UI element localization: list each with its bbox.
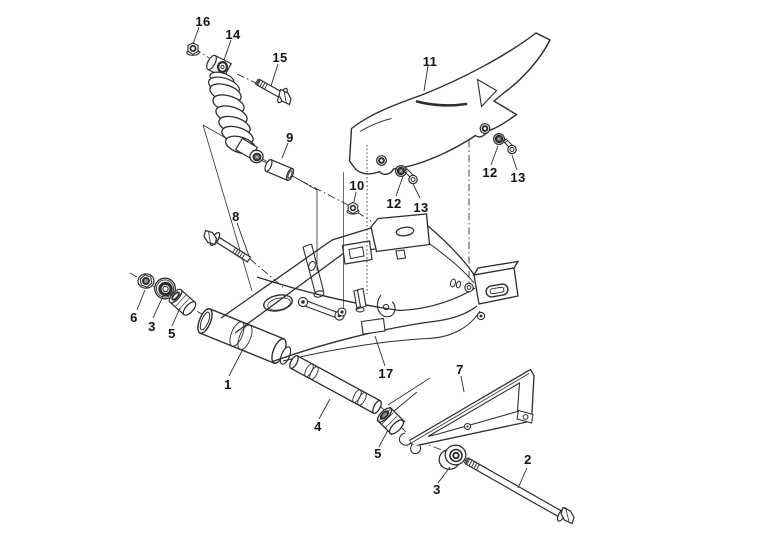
guide-axle-bolt bbox=[463, 457, 575, 525]
callout-12-rear: 12 bbox=[482, 165, 497, 180]
callout-6: 6 bbox=[130, 310, 138, 325]
callout-3-left: 3 bbox=[148, 319, 156, 334]
swingarm-arm-edges bbox=[256, 225, 481, 417]
pivot-collar-left bbox=[168, 288, 197, 316]
guard-screw-rear bbox=[502, 138, 517, 155]
chain-guard bbox=[348, 32, 551, 176]
callout-7: 7 bbox=[456, 362, 464, 377]
callout-14: 14 bbox=[225, 27, 241, 42]
shock-upper-nut bbox=[186, 42, 200, 56]
projection-box bbox=[202, 124, 318, 292]
pivot-shaft bbox=[289, 354, 382, 415]
callout-8: 8 bbox=[232, 209, 240, 224]
callout-5-left: 5 bbox=[168, 326, 176, 341]
callout-13-rear: 13 bbox=[510, 170, 525, 185]
guard-grommet-rear bbox=[493, 133, 506, 146]
cross-bracket bbox=[341, 240, 373, 265]
callout-9: 9 bbox=[286, 130, 294, 145]
mount-nut bbox=[346, 201, 360, 215]
callout-10: 10 bbox=[349, 178, 364, 193]
swingarm-lightening-hole bbox=[263, 294, 293, 312]
front-strut bbox=[302, 243, 325, 298]
callout-15: 15 bbox=[272, 50, 287, 65]
callout-11: 11 bbox=[423, 54, 438, 69]
rear-axle-block bbox=[472, 260, 520, 321]
pivot-nut bbox=[137, 273, 155, 289]
callout-1: 1 bbox=[224, 377, 232, 392]
caution-label-tag bbox=[360, 317, 386, 335]
callout-17: 17 bbox=[378, 366, 393, 381]
chain-guide bbox=[398, 368, 535, 455]
callout-3-rear: 3 bbox=[433, 482, 441, 497]
callout-5-rear: 5 bbox=[374, 446, 382, 461]
swingarm-pivot-tube bbox=[197, 307, 292, 365]
guard-ear-grommets bbox=[376, 123, 491, 166]
callout-labels: 16 14 15 9 11 12 13 12 13 10 8 6 3 5 1 1… bbox=[130, 14, 532, 497]
shock-collar bbox=[264, 158, 295, 182]
collar-rear bbox=[376, 406, 406, 436]
leader-lines bbox=[136, 26, 528, 489]
shock-mount-plate bbox=[370, 213, 431, 260]
rear-shock-absorber bbox=[206, 54, 264, 164]
pivot-bolt bbox=[203, 229, 252, 263]
guide-roller bbox=[438, 444, 467, 470]
guard-screw-front bbox=[403, 168, 418, 185]
swingarm bbox=[197, 213, 520, 417]
callout-2: 2 bbox=[524, 452, 532, 467]
callout-4: 4 bbox=[314, 419, 322, 434]
callout-12-front: 12 bbox=[386, 196, 401, 211]
mount-bosses bbox=[337, 278, 474, 317]
callout-13-front: 13 bbox=[413, 200, 428, 215]
pivot-bearing bbox=[154, 277, 176, 300]
vertical-projection-lines bbox=[343, 126, 470, 309]
shock-upper-bolt bbox=[254, 78, 292, 106]
guard-grommet-front bbox=[395, 165, 408, 178]
callout-16: 16 bbox=[195, 14, 210, 29]
